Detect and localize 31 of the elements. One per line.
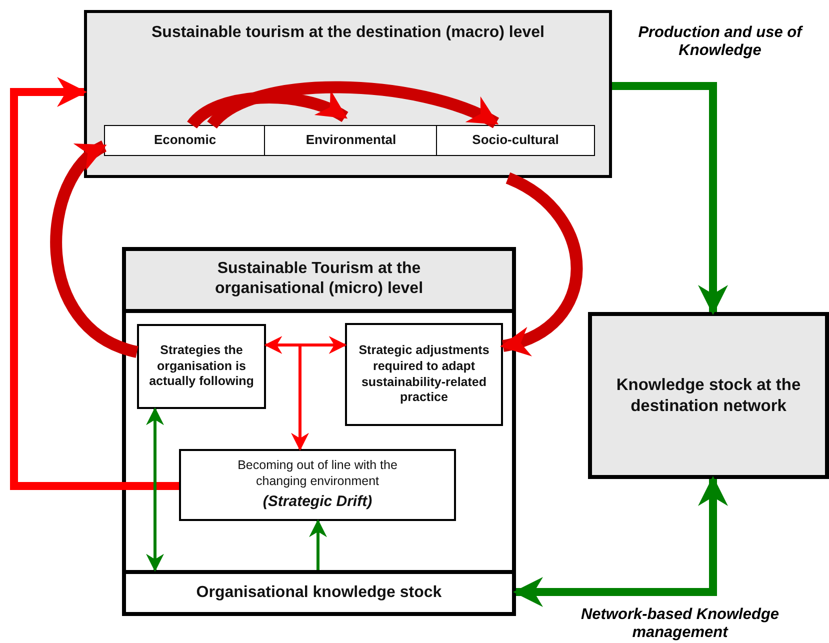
curved-arrow — [50, 140, 139, 358]
dimension-cell — [104, 125, 266, 156]
arrow — [291, 345, 309, 451]
box-text: Strategies the organisation is actually following — [148, 343, 255, 390]
micro-level-panel — [122, 247, 516, 616]
box-text: Becoming out of line with the changing environment — [236, 458, 398, 490]
strategic-drift-box — [179, 449, 456, 521]
arrow — [10, 77, 179, 490]
panel-heading: Sustainable Tourism at the organisational (micro) level — [126, 251, 512, 313]
arrow — [513, 476, 728, 607]
curved-arrow — [208, 81, 499, 130]
macro-level-panel — [84, 10, 612, 178]
strategy-box — [137, 324, 266, 409]
box-emphasis: (Strategic Drift) — [262, 493, 372, 512]
arrow — [264, 336, 347, 354]
dimension-label: Environmental — [306, 132, 396, 149]
network-knowledge-box — [588, 312, 829, 479]
dimension-label: Socio-cultural — [472, 132, 559, 149]
bar-label: Organisational knowledge stock — [196, 583, 442, 603]
arrow — [612, 82, 728, 315]
arrow — [309, 519, 327, 570]
arrow — [146, 407, 164, 572]
box-text: Strategic adjustments required to adapt sustainability-related practice — [358, 343, 490, 406]
dimension-cell — [264, 125, 438, 156]
strategy-box — [345, 323, 503, 426]
curved-arrow — [500, 172, 583, 354]
box-text: Knowledge stock at the destination network — [616, 374, 801, 416]
curved-arrow — [188, 90, 348, 130]
panel-title: Sustainable tourism at the destination (macro) level — [152, 23, 544, 43]
dimension-label: Economic — [154, 132, 216, 149]
dimension-cell — [436, 125, 595, 156]
